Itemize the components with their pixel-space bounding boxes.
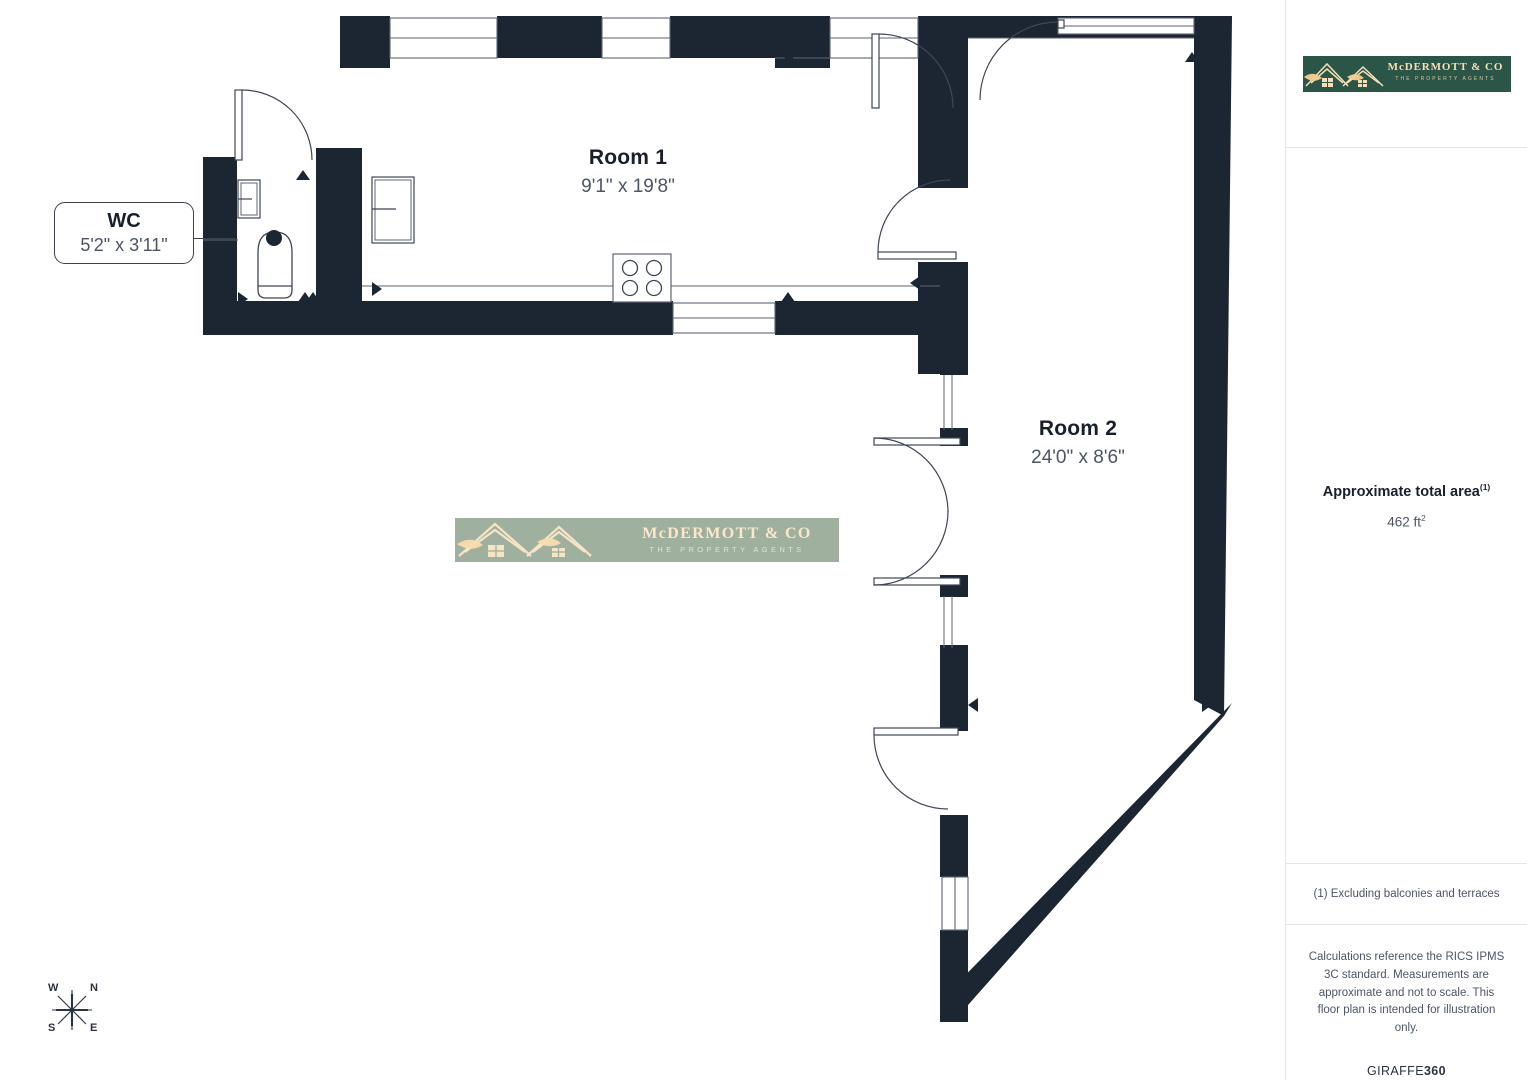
footnote-cell: (1) Excluding balconies and terraces bbox=[1286, 864, 1527, 925]
door-room2-upper bbox=[873, 437, 961, 513]
watermark-title: McDERMOTT & CO bbox=[642, 525, 812, 542]
toilet-fixture bbox=[257, 230, 293, 299]
disclaimer-text: Calculations reference the RICS IPMS 3C … bbox=[1308, 951, 1505, 1035]
agency-logo-title: McDERMOTT & CO bbox=[1387, 60, 1504, 73]
wc-callout-leader-line bbox=[193, 238, 235, 240]
total-area-title: Approximate total area(1) bbox=[1323, 482, 1491, 500]
compass-north-label: N bbox=[90, 982, 98, 994]
total-area-title-footnote: (1) bbox=[1479, 481, 1491, 492]
door-room2-bottom bbox=[873, 727, 959, 810]
watermark-house-icon bbox=[457, 522, 592, 557]
room-label-room1: Room 1 9'1" x 19'8" bbox=[528, 146, 728, 198]
room-label-wc: WC 5'2" x 3'11" bbox=[54, 202, 194, 264]
room2-name: Room 2 bbox=[1038, 417, 1118, 440]
sidebar-logo-cell: McDERMOTT & CO THE PROPERTY AGENTS bbox=[1286, 0, 1527, 148]
compass-icon bbox=[52, 990, 92, 1030]
floor-plan-drawing bbox=[203, 16, 1232, 1022]
wc-name: WC bbox=[107, 210, 141, 232]
total-area-cell: Approximate total area(1) 462 ft2 bbox=[1286, 148, 1527, 864]
watermark-subtitle: THE PROPERTY AGENTS bbox=[649, 545, 805, 554]
total-area-value: 462 ft2 bbox=[1387, 513, 1426, 530]
room-label-room2: Room 2 24'0" x 8'6" bbox=[988, 417, 1168, 469]
agency-logo: McDERMOTT & CO THE PROPERTY AGENTS bbox=[1302, 55, 1511, 92]
giraffe360-brand: GIRAFFE360 bbox=[1306, 1064, 1507, 1078]
compass-west-label: W bbox=[48, 982, 59, 994]
wc-sink-fixture bbox=[237, 179, 261, 219]
total-area-title-text: Approximate total area bbox=[1322, 483, 1480, 500]
agency-logo-subtitle: THE PROPERTY AGENTS bbox=[1395, 75, 1496, 82]
brand-light-text: GIRAFFE bbox=[1366, 1064, 1424, 1079]
door-room2-top bbox=[979, 19, 1065, 101]
door-entry-top bbox=[871, 33, 954, 109]
room2-dimensions: 24'0" x 8'6" bbox=[1031, 446, 1125, 468]
compass-rose: N W S E bbox=[34, 972, 114, 1048]
dimension-markers bbox=[238, 52, 1212, 712]
door-wc bbox=[234, 89, 313, 161]
fixtures bbox=[203, 176, 940, 303]
agency-logo-house-icon bbox=[1303, 62, 1384, 87]
door-room1-room2 bbox=[877, 179, 957, 260]
wc-dimensions: 5'2" x 3'11" bbox=[80, 235, 168, 255]
door-room2-lower bbox=[873, 510, 961, 586]
info-sidebar: McDERMOTT & CO THE PROPERTY AGENTS Appro… bbox=[1285, 0, 1527, 1080]
walls bbox=[203, 16, 1232, 1022]
cupboard-fixture bbox=[371, 176, 415, 244]
watermark-logo: McDERMOTT & CO THE PROPERTY AGENTS bbox=[455, 518, 839, 562]
room1-name: Room 1 bbox=[588, 146, 668, 169]
windows bbox=[389, 17, 1195, 931]
brand-bold-text: 360 bbox=[1423, 1064, 1447, 1079]
total-area-value-text: 462 ft bbox=[1387, 514, 1422, 530]
doors bbox=[234, 19, 1065, 810]
total-area-value-superscript: 2 bbox=[1421, 512, 1426, 523]
hob-fixture bbox=[612, 253, 672, 303]
room1-dimensions: 9'1" x 19'8" bbox=[581, 175, 675, 197]
footnote-text: (1) Excluding balconies and terraces bbox=[1313, 887, 1500, 900]
floor-plan-canvas[interactable]: Room 1 9'1" x 19'8" Room 2 24'0" x 8'6" … bbox=[0, 0, 1285, 1080]
compass-east-label: E bbox=[90, 1022, 98, 1034]
disclaimer-cell: Calculations reference the RICS IPMS 3C … bbox=[1286, 925, 1527, 1078]
compass-south-label: S bbox=[48, 1022, 56, 1034]
